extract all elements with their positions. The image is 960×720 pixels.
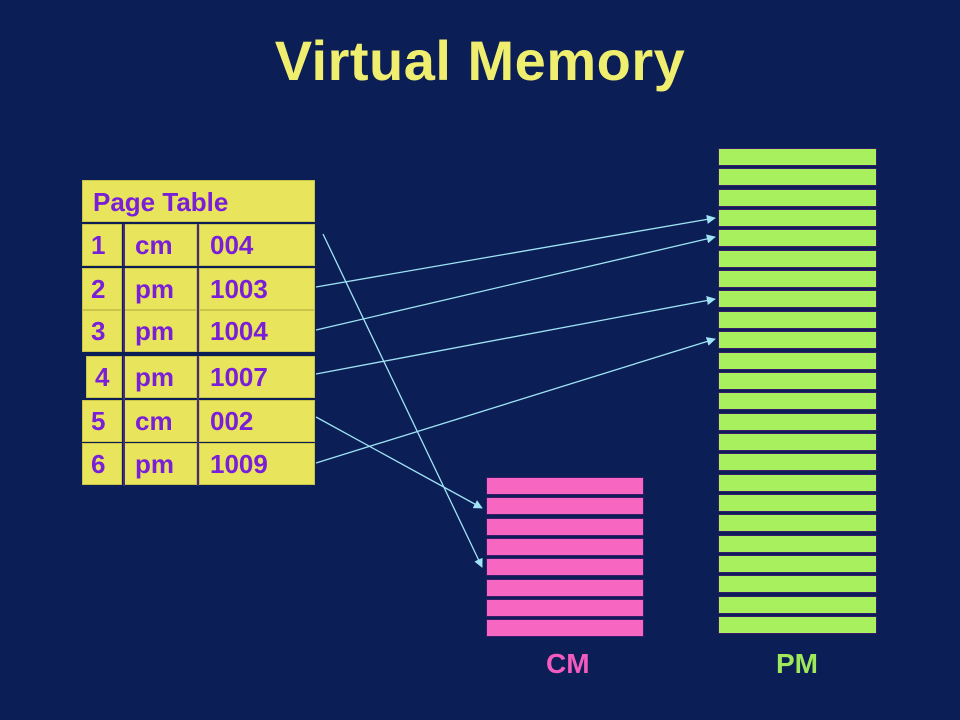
table-divider [123, 356, 125, 486]
page-location: pm [124, 356, 197, 398]
page-address: 1003 [199, 268, 315, 310]
page-table-header: Page Table [82, 180, 315, 222]
cm-block [486, 537, 644, 556]
table-divider [197, 268, 199, 352]
page-number: 2 [82, 268, 122, 310]
pm-block [718, 453, 877, 472]
page-address: 1004 [199, 310, 315, 352]
cm-label: CM [546, 648, 590, 679]
pm-block [718, 270, 877, 289]
pm-block [718, 412, 877, 431]
cm-block [486, 619, 644, 638]
pm-block [718, 514, 877, 533]
arrow-page-4-to-pm [315, 296, 716, 375]
pm-block [718, 432, 877, 451]
pm-block [718, 188, 877, 207]
cm-block [486, 558, 644, 577]
cm-block [486, 477, 644, 495]
slide-title: Virtual Memory [274, 29, 686, 92]
arrow-page-1-to-cm [322, 233, 483, 568]
pm-label: PM [776, 648, 818, 679]
table-divider [197, 224, 199, 266]
pm-block [718, 148, 877, 166]
pm-block [718, 290, 877, 309]
pm-block [718, 310, 877, 329]
arrow-page-2-to-pm [315, 214, 716, 288]
pm-block [718, 534, 877, 553]
pm-block [718, 168, 877, 187]
pm-block [718, 209, 877, 228]
pm-block [718, 555, 877, 573]
pm-block [718, 595, 877, 614]
page-number: 3 [82, 310, 122, 352]
page-location: pm [124, 268, 197, 310]
page-table-row: 3 pm 1004 [82, 310, 315, 352]
page-address: 002 [199, 400, 315, 442]
arrow-page-5-to-cm [315, 416, 483, 509]
pm-block [718, 351, 877, 370]
page-table-row: 4 pm 1007 [82, 356, 315, 398]
arrow-page-3-to-pm [315, 234, 716, 331]
cm-block [486, 578, 644, 597]
arrow-page-6-to-pm [315, 337, 716, 464]
page-location: cm [124, 224, 197, 266]
table-divider [197, 356, 199, 486]
pm-block [718, 392, 877, 411]
cm-block [486, 497, 644, 516]
pm-block [718, 616, 877, 635]
page-location: pm [124, 443, 197, 485]
page-address: 1007 [199, 356, 315, 398]
table-divider [123, 224, 125, 266]
page-number: 5 [82, 400, 122, 442]
pm-block [718, 371, 877, 390]
pm-block [718, 249, 877, 268]
page-number: 6 [82, 443, 122, 485]
pm-block [718, 493, 877, 512]
table-divider [123, 268, 125, 352]
pm-block [718, 575, 877, 594]
pm-block [718, 331, 877, 350]
page-address: 1009 [199, 443, 315, 485]
page-table-row: 6 pm 1009 [82, 443, 315, 485]
cm-block [486, 598, 644, 617]
pm-block [718, 229, 877, 248]
page-table-row: 1 cm 004 [82, 224, 315, 266]
pm-block [718, 473, 877, 492]
page-number: 4 [86, 356, 122, 398]
page-location: pm [124, 310, 197, 352]
page-table-row: 2 pm 1003 [82, 268, 315, 310]
cm-block [486, 517, 644, 536]
page-address: 004 [199, 224, 315, 266]
page-number: 1 [82, 224, 122, 266]
